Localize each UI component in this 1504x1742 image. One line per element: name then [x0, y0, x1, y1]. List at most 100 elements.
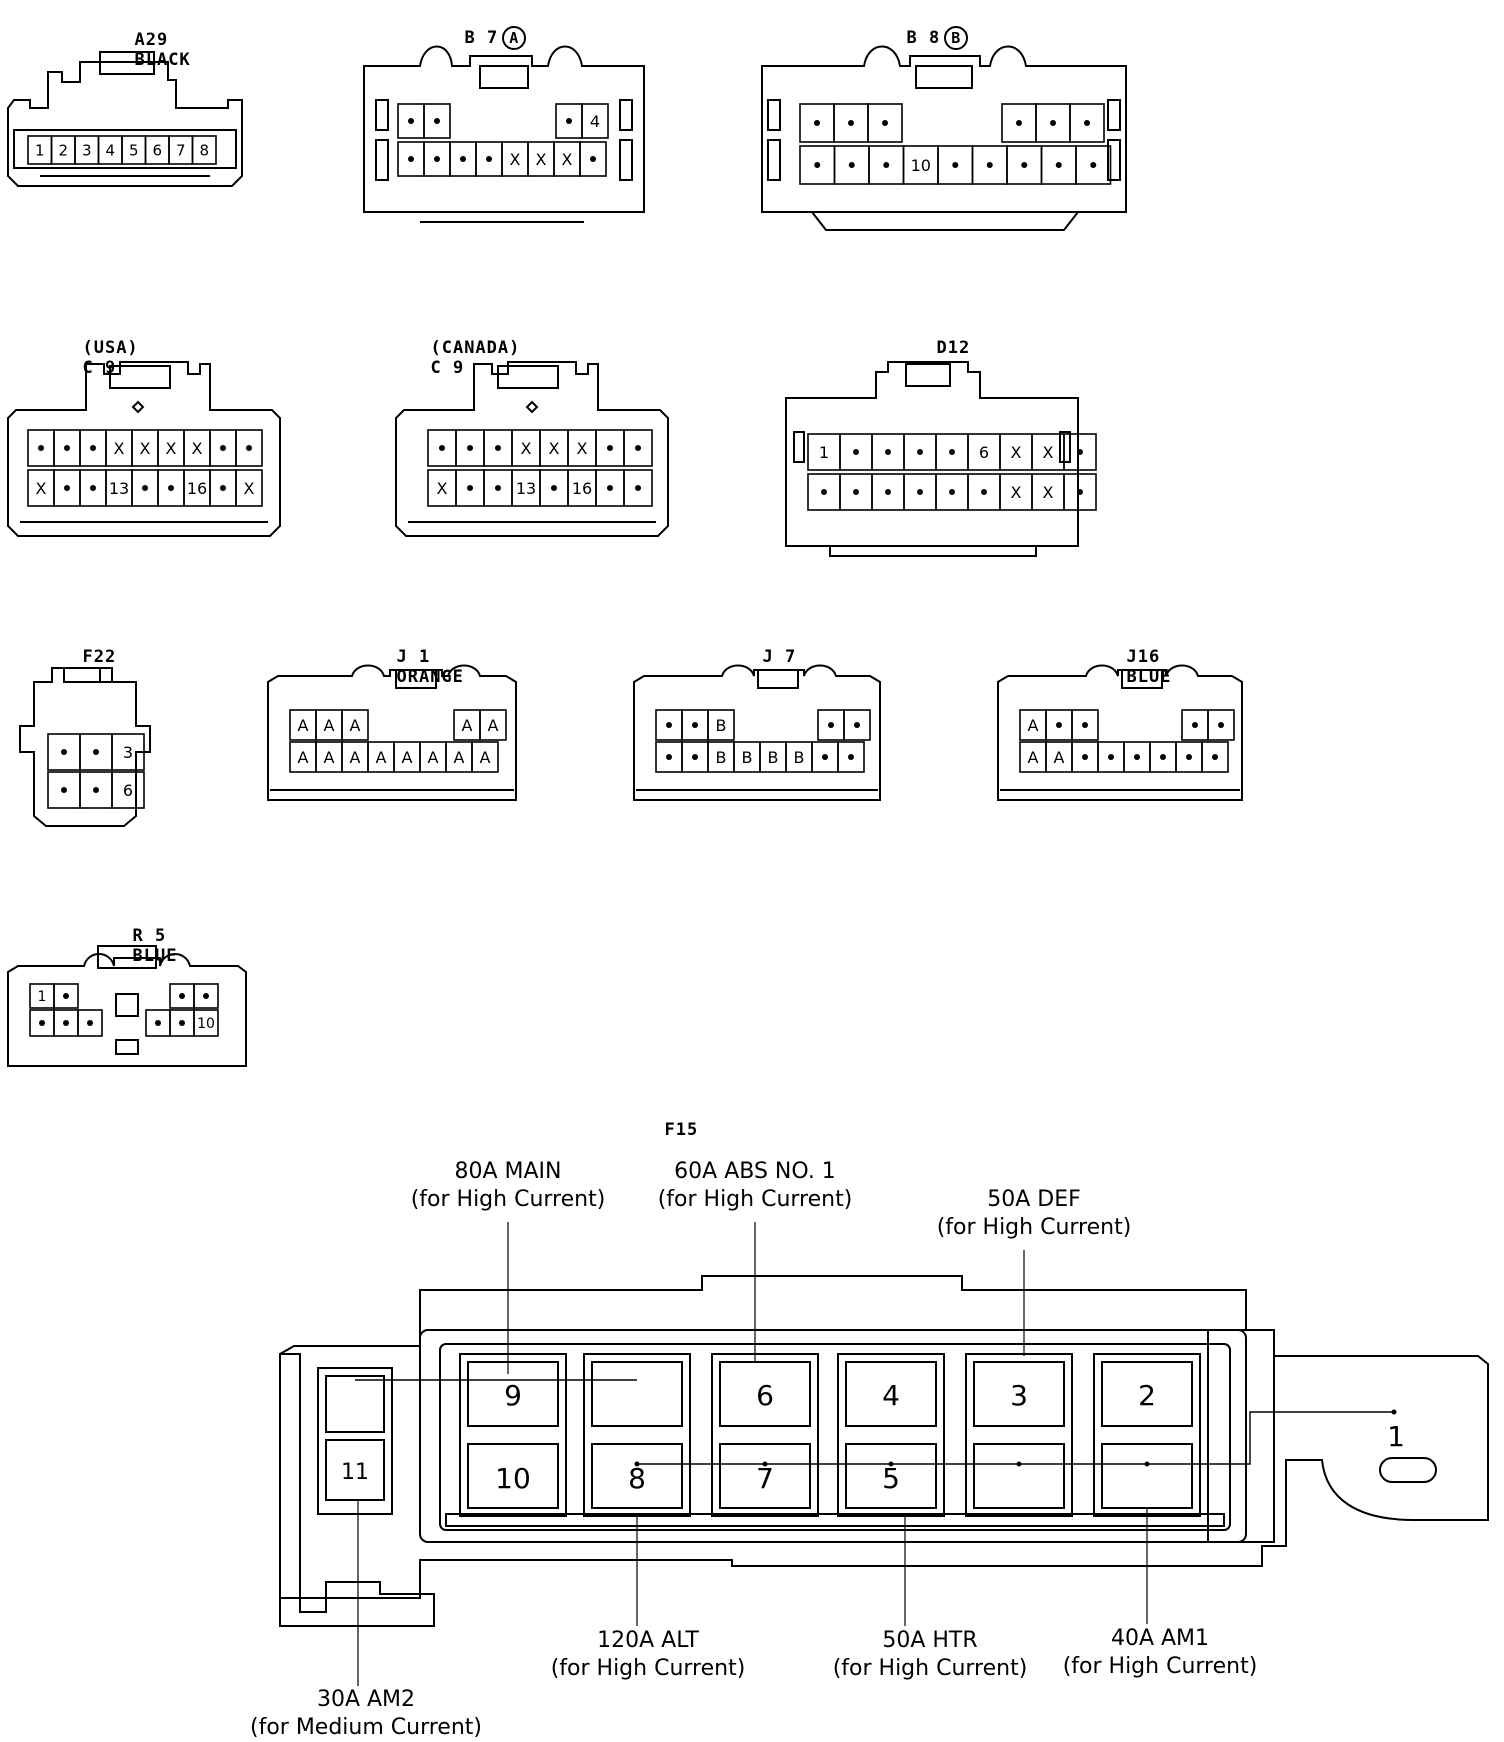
c9usa-top-1-pin-dot — [38, 445, 44, 451]
b7-side-rail-left — [375, 99, 389, 131]
a29-pin-8-cell — [191, 135, 217, 165]
d12-top-1-pin-label: 1 — [819, 443, 829, 462]
b8-top-left-2-pin-dot — [848, 120, 854, 126]
fuse-abs-rating: 60A ABS NO. 1 — [674, 1159, 836, 1184]
c9can-bottom-1-pin-label: X — [437, 479, 448, 498]
c9can-bottom-8-pin-dot — [635, 485, 641, 491]
j1-top-left-3-pin-label: A — [350, 716, 361, 735]
j16-lock-tab — [1121, 669, 1163, 689]
b7-bottom-1-pin-dot — [408, 156, 414, 162]
connector-c9can-code: C 9 — [430, 358, 465, 378]
b8-top-left-3-cell — [867, 103, 903, 143]
b7-top-right-2-cell — [581, 103, 609, 139]
j1-bottom-3-pin-label: A — [350, 748, 361, 767]
b8-lock-tab — [915, 65, 973, 89]
fuse-label-main: 80A MAIN (for High Current) — [411, 1158, 606, 1214]
d12-lock-tab — [905, 363, 951, 387]
a29-lock-tab — [99, 51, 155, 75]
j7-top-left-3-pin-label: B — [716, 716, 727, 735]
r5-bottom-left-3-cell — [77, 1009, 103, 1037]
f22-bottom-1-pin-dot — [61, 787, 67, 793]
fuse-position-7: 7 — [756, 1462, 774, 1495]
c9usa-housing — [7, 361, 281, 537]
b8-top-left-1-pin-dot — [814, 120, 820, 126]
r5-housing — [7, 953, 247, 1067]
fuse-slot-bottom-3 — [719, 1443, 811, 1509]
connector-j16-code: J16 — [1126, 647, 1161, 667]
connector-f22-title: F22 — [60, 627, 116, 667]
fuse-bus-node-2 — [762, 1461, 768, 1467]
c9can-key-mark — [525, 400, 539, 414]
d12-top-9-cell — [1063, 433, 1097, 471]
d12-bottom-9-pin-dot — [1077, 489, 1083, 495]
c9can-bottom-3-pin-dot — [495, 485, 501, 491]
a29-pin-5-pin-label: 5 — [129, 141, 139, 159]
d12-top-4-pin-dot — [917, 449, 923, 455]
c9can-top-6-pin-label: X — [577, 439, 588, 458]
r5-top-left-1-pin-label: 1 — [38, 989, 47, 1005]
b7-bottom-5-pin-label: X — [510, 150, 521, 169]
b8-top-right-1-pin-dot — [1016, 120, 1022, 126]
fuse-holder-1 — [459, 1353, 567, 1517]
connector-f22: 36 — [19, 667, 151, 827]
j16-bottom-5-pin-dot — [1134, 754, 1140, 760]
r5-bottom-left-1-pin-dot — [39, 1020, 45, 1026]
j7-top-right-1-pin-dot — [828, 722, 834, 728]
c9usa-top-9-cell — [235, 429, 263, 467]
b7-bottom-3-pin-dot — [460, 156, 466, 162]
connector-r5-code: R 5 — [132, 926, 167, 946]
fuse-position-10: 10 — [495, 1462, 531, 1495]
f22-lock-tab — [63, 667, 113, 683]
fuse-slot-bottom-5 — [973, 1443, 1065, 1509]
fuse-block-rail — [445, 1513, 1225, 1527]
fuse-slot-bottom-4 — [845, 1443, 937, 1509]
b7-side-rail-right — [375, 139, 389, 181]
fuse-def-note: (for High Current) — [936, 1215, 1132, 1240]
j16-top-right-1-pin-dot — [1192, 722, 1198, 728]
j16-top-left-2-pin-dot — [1056, 722, 1062, 728]
d12-bottom-1-pin-dot — [821, 489, 827, 495]
fuse-main-rating: 80A MAIN — [454, 1159, 562, 1184]
fuse-slot-top-5 — [973, 1361, 1065, 1427]
fuse-am2-rating: 30A AM2 — [316, 1687, 416, 1712]
j7-bottom-3-pin-label: B — [716, 748, 727, 767]
c9can-top-3-pin-dot — [495, 445, 501, 451]
j7-bottom-2-pin-dot — [692, 754, 698, 760]
j7-top-left-3-cell — [707, 709, 735, 741]
j16-bottom-7-pin-dot — [1186, 754, 1192, 760]
f22-top-2-pin-dot — [93, 749, 99, 755]
j7-top-right-2-pin-dot — [854, 722, 860, 728]
fuse-am1-note: (for High Current) — [1062, 1654, 1258, 1679]
fuse-block-left-foot — [279, 1353, 435, 1627]
fuse-label-def: 50A DEF (for High Current) — [937, 1186, 1132, 1242]
d12-bottom-4-pin-dot — [917, 489, 923, 495]
r5-bottom-right-1-pin-dot — [155, 1020, 161, 1026]
f22-bottom-3-pin-label: 6 — [123, 781, 133, 800]
j7-top-left-1-pin-dot — [666, 722, 672, 728]
a29-pin-2-pin-label: 2 — [58, 141, 68, 159]
c9can-bottom-4-pin-label: 13 — [516, 479, 536, 498]
connector-b7-variant: A — [502, 26, 527, 50]
b7-bottom-6-pin-label: X — [536, 150, 547, 169]
f22-top-3-cell — [111, 733, 145, 771]
c9usa-lock-tab — [109, 365, 171, 389]
connector-a29-color: BLACK — [134, 50, 191, 70]
connector-c9usa-market: (USA) — [82, 338, 139, 358]
a29-housing — [7, 61, 243, 187]
j1-bottom-1-pin-label: A — [298, 748, 309, 767]
b8-bottom-5-pin-dot — [952, 162, 959, 168]
j7-bottom-8-cell — [837, 741, 865, 773]
c9usa-key-mark — [131, 400, 145, 414]
fuse-block-inner-frame — [419, 1329, 1247, 1543]
c9usa-top-6-pin-label: X — [166, 439, 177, 458]
j16-bottom-8-cell — [1201, 741, 1229, 773]
b8-bottom-2-pin-dot — [848, 162, 855, 168]
b8-bottom-3-pin-dot — [883, 162, 890, 168]
c9usa-bottom-3-pin-dot — [90, 485, 96, 491]
b7-top-left-2-cell — [423, 103, 451, 139]
c9usa-bottom-5-pin-dot — [142, 485, 148, 491]
